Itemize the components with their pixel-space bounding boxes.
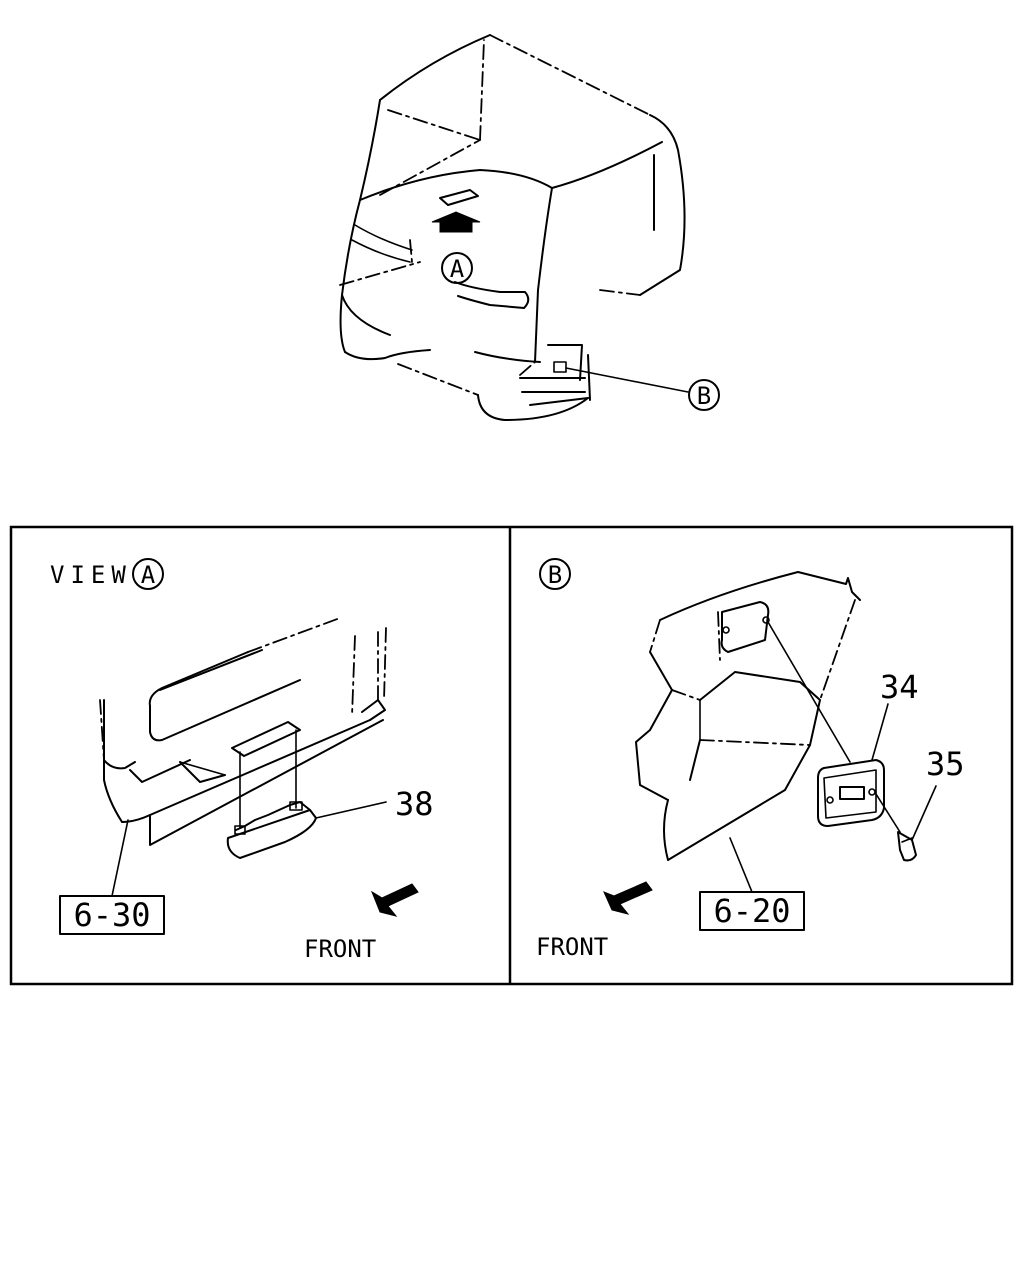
callout-a-top: A [441, 252, 473, 284]
front-arrow-icon-b [603, 881, 653, 915]
ref-box-6-20-label: 6-20 [713, 892, 790, 930]
detail-frame [9, 525, 1014, 986]
panel-view-b: B 34 35 [536, 558, 965, 961]
view-b-callout-label: B [548, 561, 562, 589]
part-35-label: 35 [926, 745, 965, 783]
front-label-a: FRONT [304, 935, 376, 963]
ref-box-6-30-label: 6-30 [73, 896, 150, 934]
front-arrow-icon-a [370, 883, 419, 917]
callout-a-top-label: A [450, 255, 465, 283]
ref-box-6-30 [59, 895, 165, 935]
ref-box-6-20 [699, 891, 805, 931]
part-38-label: 38 [395, 785, 434, 823]
callout-b-top-label: B [697, 382, 711, 410]
callout-b-top: B [565, 367, 720, 411]
part-34-label: 34 [880, 668, 919, 706]
panel-view-a: VIEW A 38 6-30 [50, 558, 434, 963]
view-a-text: VIEW [50, 561, 132, 589]
view-a-callout-label: A [141, 561, 156, 589]
front-label-b: FRONT [536, 933, 608, 961]
truck-cab-illustration [339, 34, 686, 421]
